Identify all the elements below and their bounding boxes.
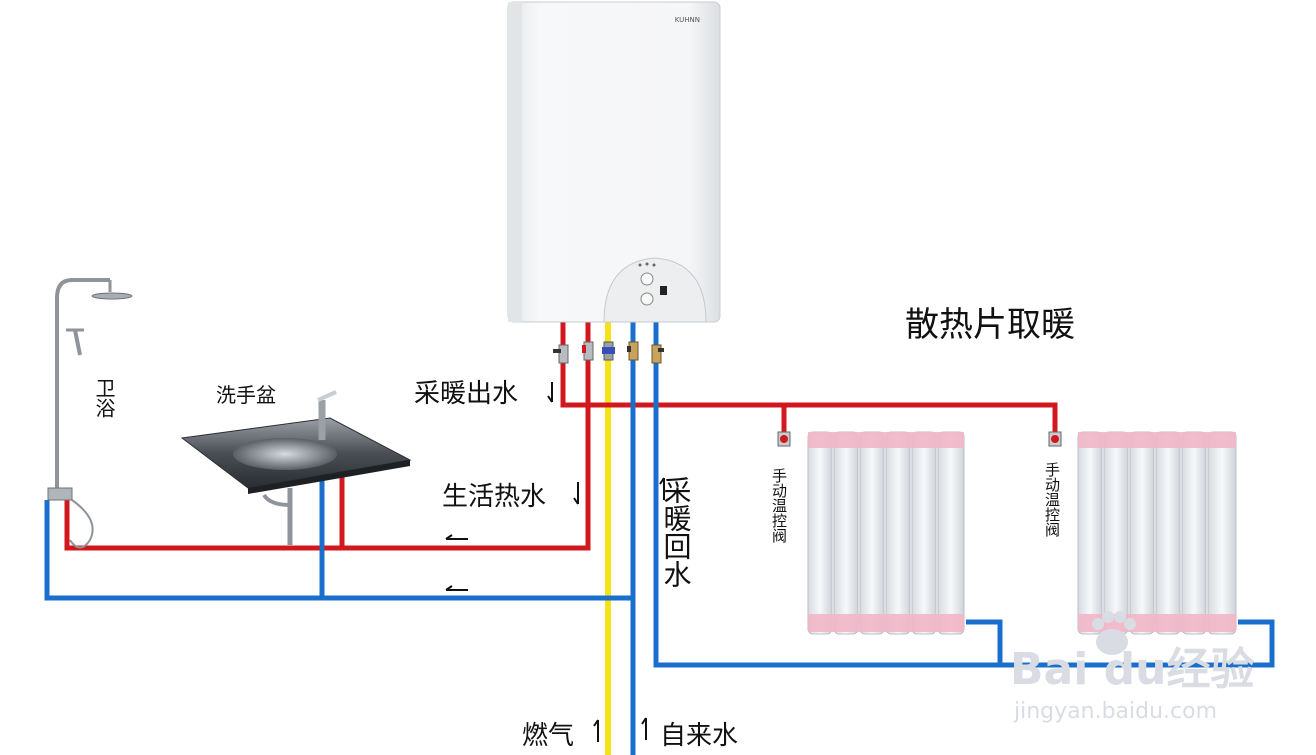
- arrow-icon: [659, 477, 665, 500]
- boiler-display: [660, 286, 667, 295]
- radiator-2-fins: [1077, 431, 1237, 635]
- arrow-icon: [445, 585, 468, 591]
- radiator-icon: [777, 431, 965, 635]
- watermark: Bai du经验 jingyan.baidu.com: [1010, 611, 1254, 724]
- domestic-hot-water-pipe: [64, 322, 591, 551]
- boiler-control-panel: [603, 257, 707, 323]
- washbasin-icon: [180, 390, 412, 545]
- manual-valve-label-1: 手动温控阀: [770, 468, 788, 544]
- heating-supply-label: 采暖出水: [414, 379, 518, 409]
- valve-icon: [553, 344, 569, 364]
- arrow-icon: [573, 482, 579, 505]
- valve-icon: [1048, 431, 1062, 447]
- heating-return-pipe: [653, 322, 1275, 668]
- heating-return-label: 采暖回水: [660, 476, 693, 588]
- gas-label: 燃气: [522, 721, 574, 751]
- boiler-knob-bottom: [640, 292, 654, 306]
- valve-icon: [602, 341, 615, 361]
- flow-arrows: [445, 382, 665, 742]
- tap-water-label: 自来水: [660, 721, 738, 751]
- labels: 散热片取暖 采暖出水 生活热水 采暖回水 卫浴 洗手盆 手动温控阀 手动温控阀 …: [92, 305, 1075, 751]
- manual-valve-label-2: 手动温控阀: [1043, 462, 1061, 538]
- bathroom-label: 卫浴: [92, 378, 116, 418]
- radiator-heating-label: 散热片取暖: [905, 305, 1075, 345]
- cold-distribution-pipe: [44, 500, 633, 601]
- arrow-icon: [547, 382, 553, 403]
- radiator-icon: [1048, 431, 1237, 635]
- watermark-url: jingyan.baidu.com: [1013, 699, 1217, 724]
- radiator1-return-pipe: [966, 619, 1003, 665]
- boiler-knob-top: [640, 272, 654, 286]
- paw-icon: [1092, 611, 1136, 655]
- boiler-valves: [553, 341, 664, 364]
- arrow-icon: [593, 719, 599, 742]
- arrow-icon: [445, 534, 468, 540]
- valve-icon: [651, 344, 664, 364]
- arrow-icon: [641, 717, 647, 740]
- valve-icon: [582, 341, 594, 361]
- watermark-brand: Bai du经验: [1010, 644, 1254, 695]
- shower-icon: [47, 278, 133, 549]
- boiler: KUHNN: [507, 1, 721, 323]
- radiator-1-fins: [807, 431, 965, 635]
- valve-icon: [777, 431, 791, 447]
- boiler-brand: KUHNN: [675, 16, 700, 24]
- valve-icon: [627, 341, 639, 361]
- domestic-hot-water-label: 生活热水: [442, 482, 546, 512]
- washbasin-label: 洗手盆: [216, 383, 276, 407]
